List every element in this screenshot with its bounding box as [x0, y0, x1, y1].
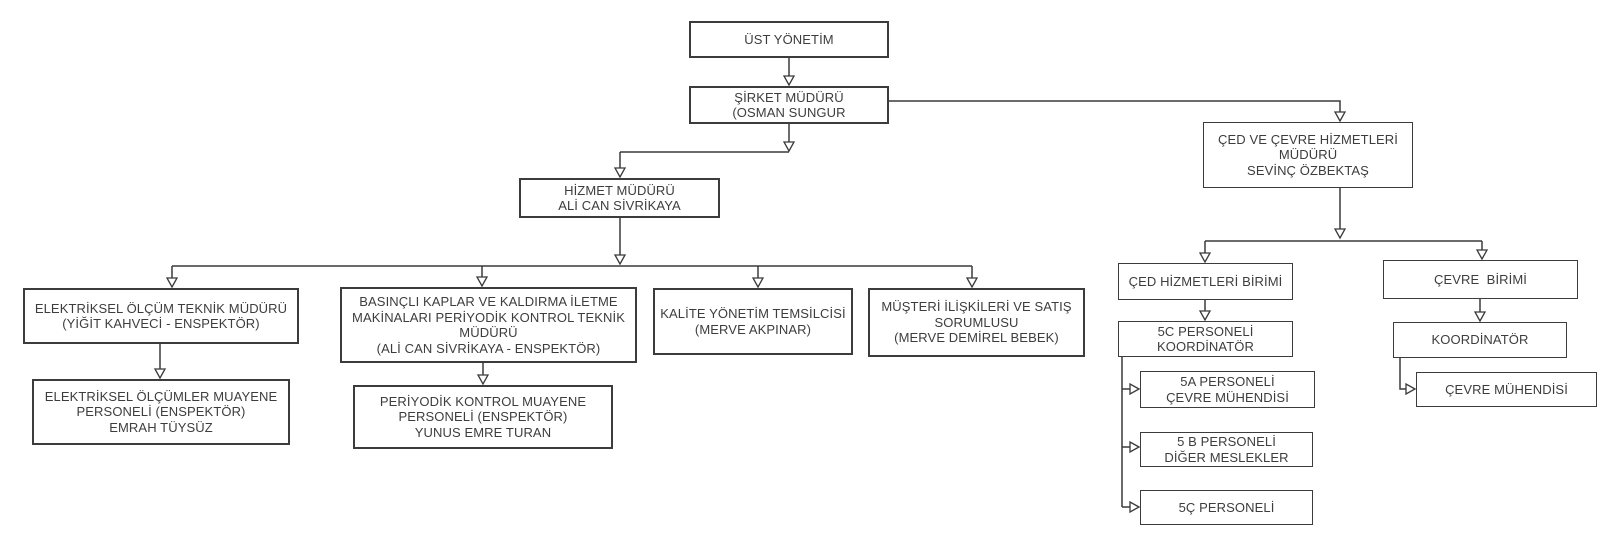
org-node-ced-birimi: ÇED HİZMETLERİ BİRİMİ — [1118, 263, 1293, 300]
org-node-periyodik-personel: PERİYODİK KONTROL MUAYENE PERSONELİ (ENS… — [353, 385, 613, 449]
org-node-koordinator: KOORDİNATÖR — [1393, 322, 1567, 358]
org-node-5c-personeli: 5C PERSONELİ KOORDİNATÖR — [1118, 321, 1293, 357]
org-node-ced-cevre-muduru: ÇED VE ÇEVRE HİZMETLERİ MÜDÜRÜ SEVİNÇ ÖZ… — [1203, 122, 1413, 188]
org-node-basincli-teknik-muduru: BASINÇLI KAPLAR VE KALDIRMA İLETME MAKİN… — [340, 287, 637, 363]
org-node-hizmet-muduru: HİZMET MÜDÜRÜ ALİ CAN SİVRİKAYA — [519, 178, 720, 218]
org-node-kalite-temsilcisi: KALİTE YÖNETİM TEMSİLCİSİ (MERVE AKPINAR… — [653, 288, 853, 355]
org-node-5a-personeli: 5A PERSONELİ ÇEVRE MÜHENDİSİ — [1140, 371, 1315, 408]
org-node-elektriksel-teknik-muduru: ELEKTRİKSEL ÖLÇÜM TEKNİK MÜDÜRÜ (YİĞİT K… — [23, 288, 299, 344]
org-node-elektriksel-personel: ELEKTRİKSEL ÖLÇÜMLER MUAYENE PERSONELİ (… — [32, 379, 290, 445]
org-node-cevre-muhendisi: ÇEVRE MÜHENDİSİ — [1416, 372, 1597, 407]
org-node-5ced-personeli: 5Ç PERSONELİ — [1140, 490, 1313, 525]
org-node-ust-yonetim: ÜST YÖNETİM — [689, 21, 889, 58]
org-node-cevre-birimi: ÇEVRE BİRİMİ — [1383, 260, 1578, 299]
org-node-sirket-muduru: ŞİRKET MÜDÜRÜ (OSMAN SUNGUR — [689, 86, 889, 124]
org-node-musteri-sorumlusu: MÜŞTERİ İLİŞKİLERİ VE SATIŞ SORUMLUSU (M… — [868, 288, 1085, 357]
org-node-5b-personeli: 5 B PERSONELİ DİĞER MESLEKLER — [1140, 432, 1313, 467]
